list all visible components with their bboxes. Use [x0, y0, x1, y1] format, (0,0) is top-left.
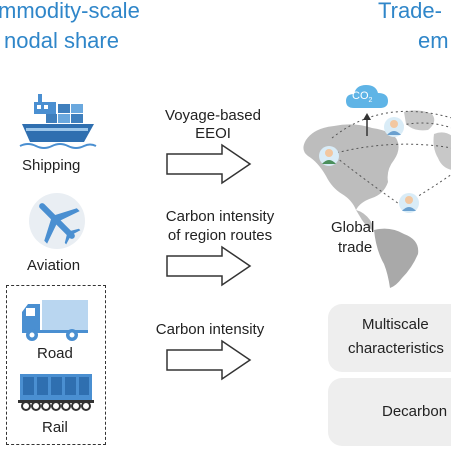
decarbon-box: Decarbon	[328, 378, 451, 446]
multiscale-line2: characteristics	[348, 340, 444, 357]
rail-label: Rail	[42, 419, 68, 436]
left-title-line1: mmodity-scale	[0, 0, 140, 23]
co2-subscript: 2	[368, 97, 373, 105]
shipping-label: Shipping	[22, 157, 81, 174]
aviation-arrow-icon	[166, 245, 252, 287]
person-icon	[319, 146, 339, 166]
airplane-icon	[29, 193, 85, 249]
left-title-line2: nodal share	[4, 28, 119, 53]
co2-cloud-icon	[346, 85, 388, 108]
global-trade-line1: Global	[331, 219, 375, 236]
co2-cloud-label: CO2	[352, 90, 372, 107]
aviation-method-line2: of region routes	[167, 227, 273, 244]
shipping-arrow-icon	[166, 143, 252, 185]
person-icon	[384, 117, 404, 137]
rail-car-icon	[18, 374, 94, 411]
land-transport-box	[6, 285, 106, 445]
truck-icon	[22, 300, 88, 341]
multiscale-box: Multiscale characteristics	[328, 304, 451, 372]
right-title-line2: em	[418, 28, 449, 53]
world-map	[303, 110, 451, 288]
land-method-label: Carbon intensity	[155, 321, 265, 338]
aviation-method-line1: Carbon intensity	[165, 208, 275, 225]
co2-text: CO	[352, 90, 369, 102]
road-label: Road	[37, 345, 73, 362]
land-arrow-icon	[166, 339, 252, 381]
global-trade-line2: trade	[338, 239, 373, 256]
right-title-line1: Trade-	[378, 0, 442, 23]
ship-icon	[19, 94, 97, 149]
multiscale-line1: Multiscale	[362, 316, 429, 333]
aviation-label: Aviation	[27, 257, 81, 274]
person-icon	[399, 193, 419, 213]
shipping-method-line2: EEOI	[195, 125, 231, 142]
shipping-method-line1: Voyage-based	[165, 107, 261, 124]
decarbon-label: Decarbon	[382, 403, 448, 420]
